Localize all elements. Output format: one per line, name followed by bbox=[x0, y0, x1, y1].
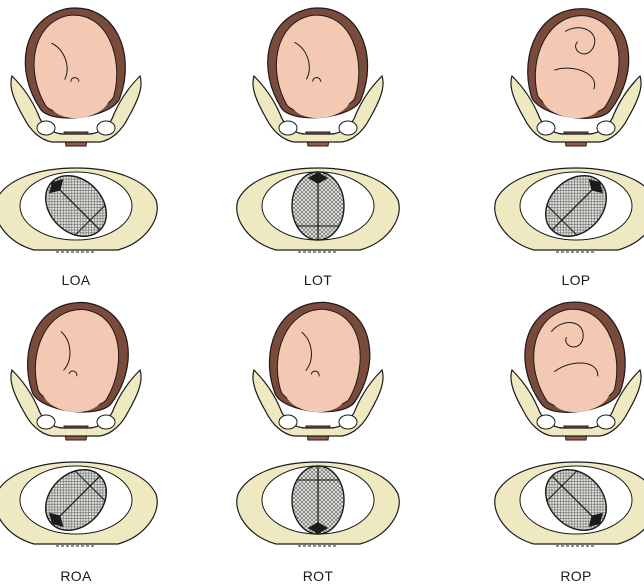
fetal-head-icon bbox=[49, 81, 110, 119]
position-label: LOA bbox=[61, 272, 91, 288]
fetus-limbs bbox=[294, 41, 310, 80]
uterus-fetus-icon bbox=[236, 7, 400, 253]
obturator-foramen bbox=[96, 120, 116, 136]
position-panel: LOT bbox=[218, 0, 418, 294]
position-label: LOT bbox=[303, 272, 333, 288]
position-label: ROA bbox=[60, 568, 92, 584]
uterus bbox=[268, 301, 371, 413]
fetal-head-icon bbox=[42, 375, 103, 413]
obturator-foramen bbox=[596, 120, 616, 136]
uterus bbox=[524, 301, 626, 413]
fontanelle bbox=[588, 512, 603, 527]
obturator-foramen bbox=[36, 414, 56, 430]
uterus-fetus-icon bbox=[494, 301, 644, 547]
uterus-fetus-icon bbox=[0, 302, 158, 547]
obturator-foramen bbox=[338, 414, 358, 430]
fontanelle bbox=[308, 172, 328, 184]
obturator-foramen bbox=[278, 414, 298, 430]
fetal-head-icon bbox=[545, 175, 607, 237]
obturator-foramen bbox=[278, 120, 298, 136]
fetal-head-icon bbox=[545, 469, 607, 531]
obturator-foramen bbox=[536, 414, 556, 430]
fetus-limbs bbox=[51, 42, 68, 80]
fontanelle bbox=[49, 179, 64, 194]
obturator-foramen bbox=[96, 414, 116, 430]
obturator-foramen bbox=[596, 414, 616, 430]
fetal-head-icon bbox=[550, 375, 611, 413]
fetal-head-icon bbox=[541, 81, 602, 119]
uterus bbox=[27, 302, 129, 413]
obturator-foramen bbox=[338, 120, 358, 136]
uterus-fetus-icon bbox=[0, 7, 158, 253]
coronal-suture bbox=[74, 204, 107, 237]
position-panel: LOA bbox=[0, 0, 176, 294]
position-panel: ROT bbox=[218, 294, 418, 588]
position-label: LOP bbox=[561, 272, 591, 288]
obturator-foramen bbox=[36, 120, 56, 136]
coronal-suture bbox=[545, 204, 578, 237]
uterus-fetus-icon bbox=[236, 301, 400, 547]
fetus-limbs bbox=[554, 362, 599, 377]
fetus-limbs bbox=[301, 331, 312, 372]
fetus-limbs bbox=[564, 27, 596, 55]
uterus bbox=[267, 7, 369, 119]
uterus bbox=[24, 7, 126, 119]
uterus bbox=[527, 8, 630, 119]
uterus-fetus-icon bbox=[494, 8, 644, 253]
position-label: ROP bbox=[560, 568, 592, 584]
coronal-suture bbox=[74, 469, 107, 502]
fetal-head-icon bbox=[291, 171, 345, 241]
position-panel: LOP bbox=[476, 0, 644, 294]
fetus-limbs bbox=[60, 331, 71, 371]
fetal-head-icon bbox=[285, 375, 346, 413]
fetal-head-icon bbox=[45, 175, 107, 237]
fetal-head-icon bbox=[45, 469, 107, 531]
position-panel: ROP bbox=[476, 294, 644, 588]
fetal-head-icon bbox=[290, 81, 351, 119]
fetal-head-icon bbox=[291, 465, 345, 535]
obturator-foramen bbox=[536, 120, 556, 136]
fontanelle bbox=[49, 512, 64, 527]
position-panel: ROA bbox=[0, 294, 176, 588]
position-label: ROT bbox=[302, 568, 334, 584]
fetus-limbs bbox=[554, 67, 596, 90]
fontanelle bbox=[588, 179, 603, 194]
fetus-limbs bbox=[550, 322, 584, 348]
fontanelle bbox=[308, 522, 328, 534]
coronal-suture bbox=[545, 469, 578, 502]
